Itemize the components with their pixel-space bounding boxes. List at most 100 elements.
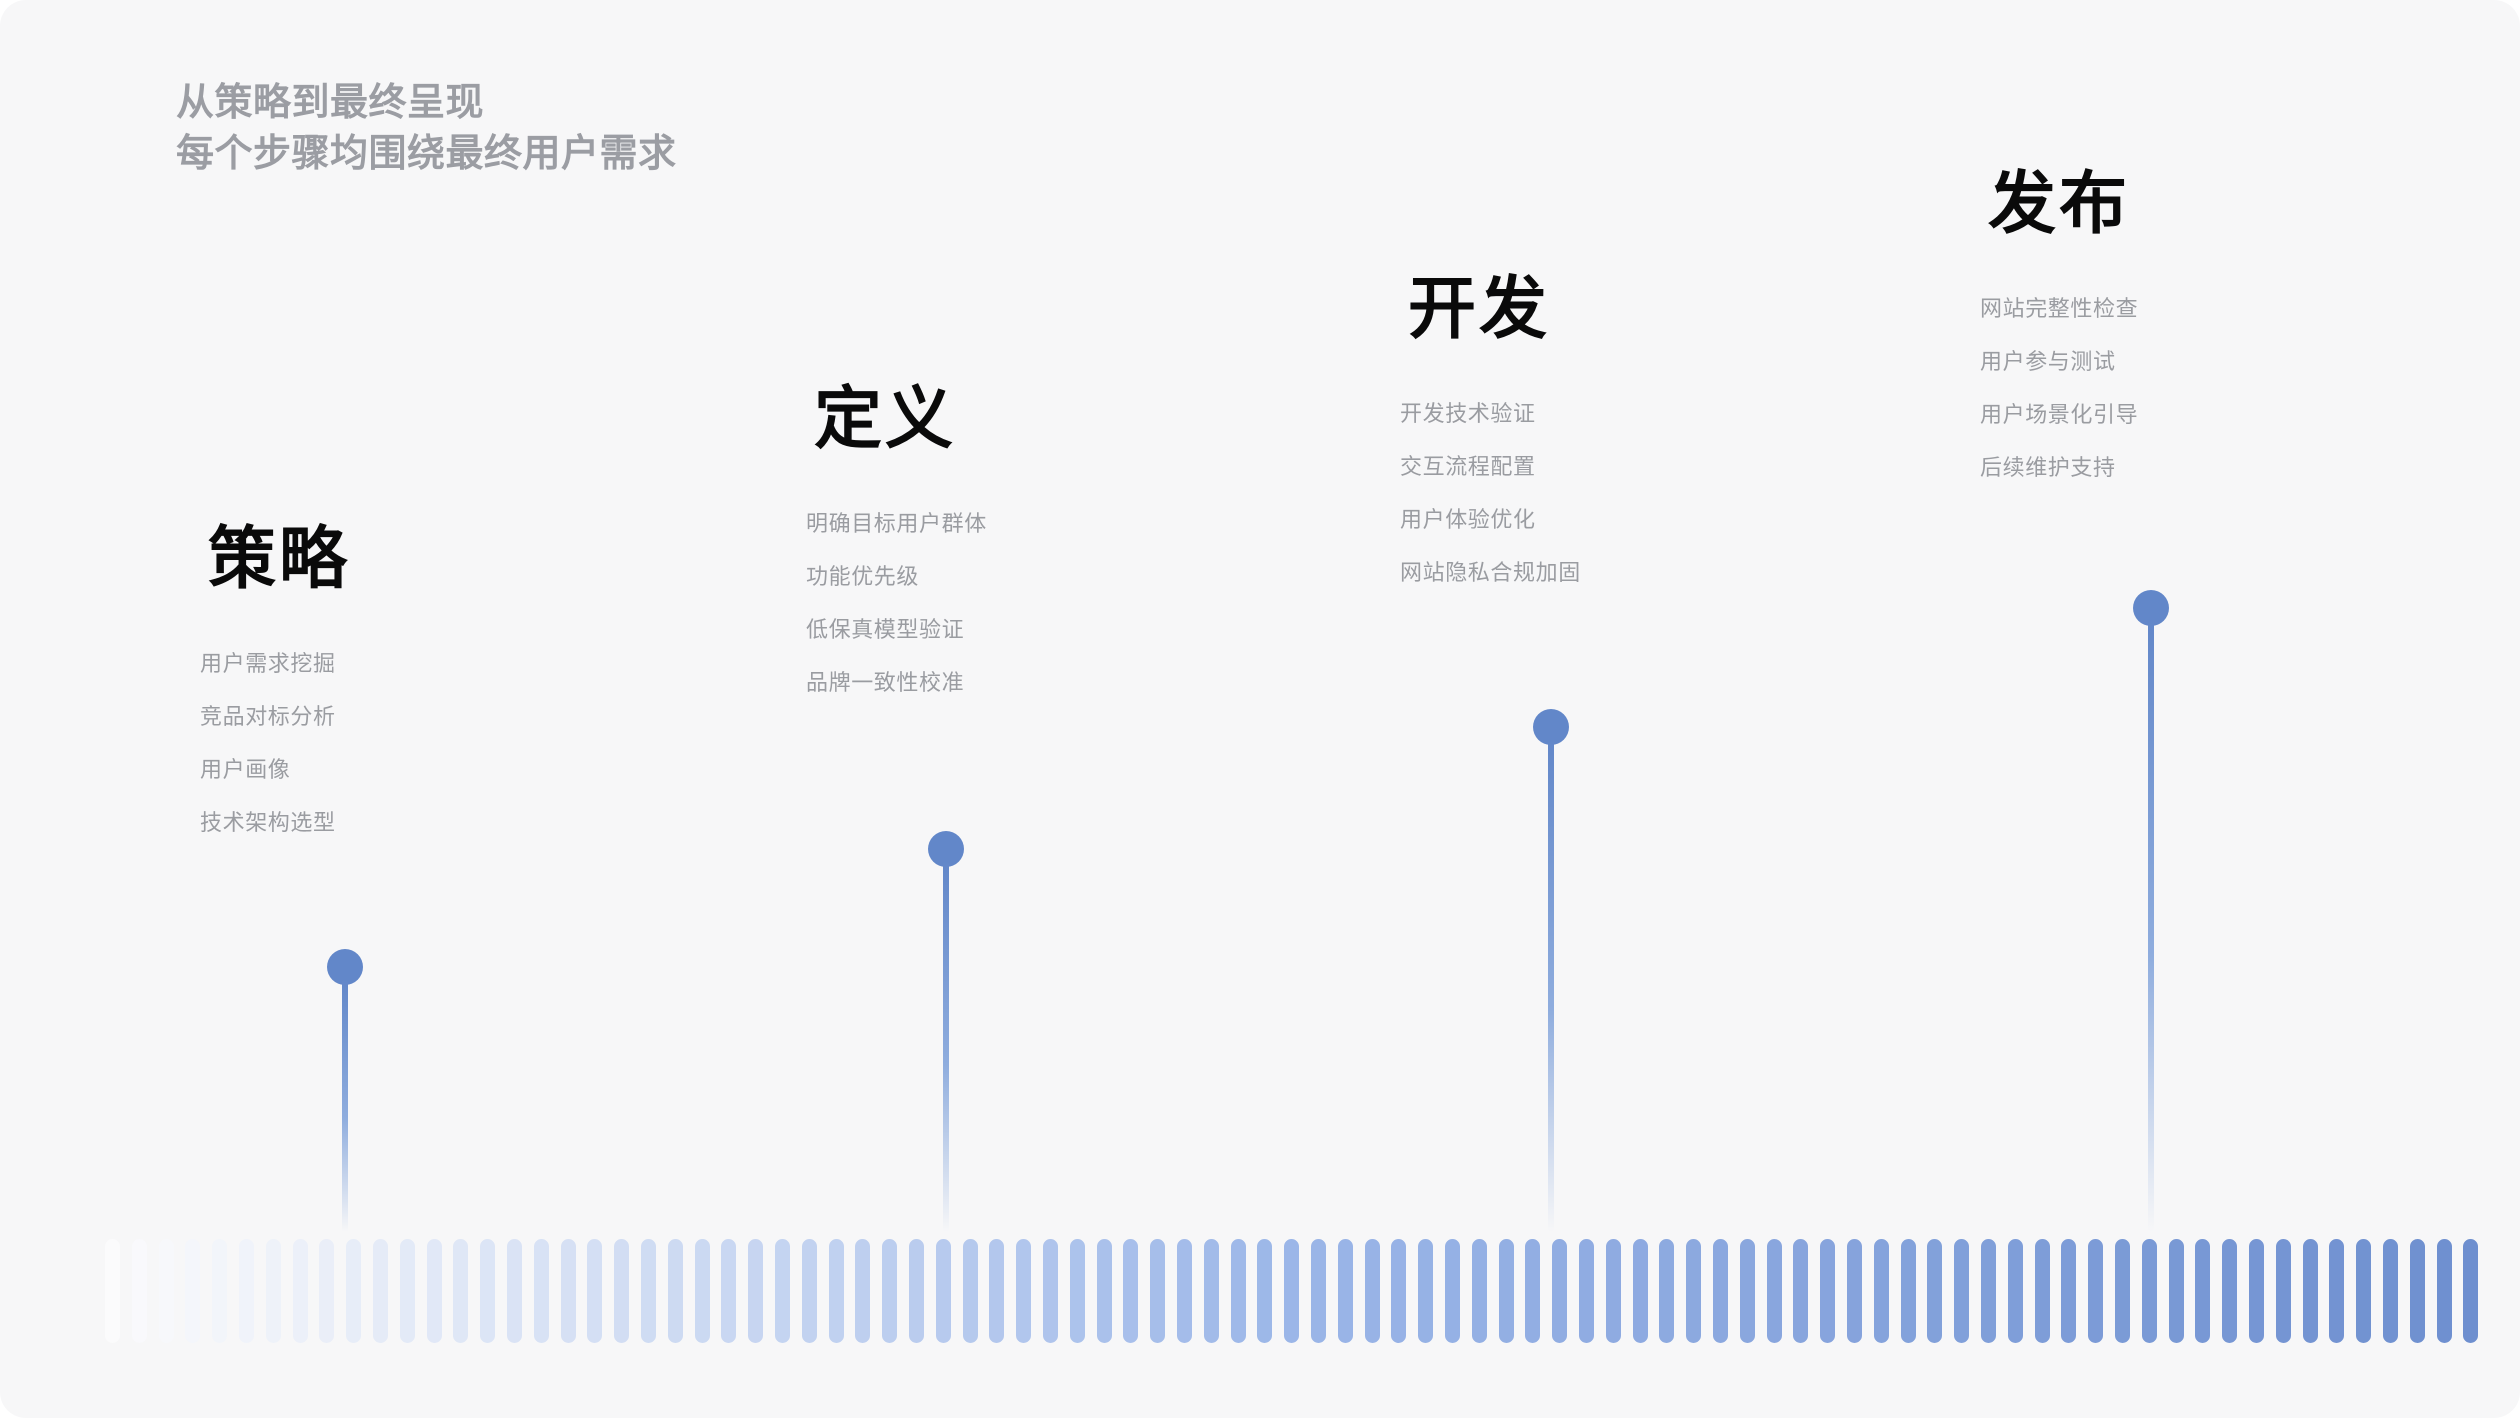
bar-segment <box>989 1239 1005 1343</box>
bar-segment <box>2222 1239 2238 1343</box>
bar-segment <box>453 1239 469 1343</box>
bar-segment <box>507 1239 522 1343</box>
header-line-2: 每个步骤均围绕最终用户需求 <box>176 133 677 176</box>
bar-segment <box>319 1239 335 1343</box>
bar-segment <box>1150 1239 1166 1343</box>
bar-segment <box>1445 1239 1460 1343</box>
stage-column-3: 开发开发技术验证交互流程配置用户体验优化网站隐私合规加固 <box>1400 275 1581 599</box>
stage-item: 网站隐私合规加固 <box>1400 560 1581 585</box>
bar-segment <box>748 1239 764 1343</box>
bar-segment <box>1284 1239 1300 1343</box>
bar-segment <box>962 1239 978 1343</box>
bar-segment <box>1471 1239 1487 1343</box>
stage-item: 后续维护支持 <box>1980 455 2116 480</box>
stage-item: 用户场景化引导 <box>1980 402 2139 427</box>
bar-segment <box>1632 1239 1648 1343</box>
stage-column-4: 发布网站完整性检查用户参与测试用户场景化引导后续维护支持 <box>1980 170 2138 494</box>
bar-segment <box>533 1239 549 1343</box>
bar-segment <box>1498 1239 1514 1343</box>
stage-item: 品牌一致性校准 <box>806 670 965 695</box>
bar-segment <box>667 1239 683 1343</box>
bar-segment <box>2249 1239 2264 1343</box>
bar-segment <box>1364 1239 1380 1343</box>
stage-item-list-3: 开发技术验证交互流程配置用户体验优化网站隐私合规加固 <box>1400 387 1581 599</box>
bar-segment <box>882 1239 898 1343</box>
bar-segment <box>212 1239 228 1343</box>
bar-segment <box>2329 1239 2345 1343</box>
stage-item: 用户画像 <box>200 757 291 782</box>
bar-segment <box>587 1239 603 1343</box>
bar-segment <box>373 1239 388 1343</box>
bar-segment <box>1069 1239 1085 1343</box>
stage-item: 开发技术验证 <box>1400 401 1536 426</box>
bar-segment <box>1418 1239 1434 1343</box>
stage-item-list-1: 用户需求挖掘竞品对标分析用户画像技术架构选型 <box>200 637 350 849</box>
stage-item: 明确目标用户群体 <box>806 511 987 536</box>
bar-segment <box>292 1239 308 1343</box>
bar-segment <box>1311 1239 1326 1343</box>
bar-segment <box>641 1239 656 1343</box>
bar-segment <box>1873 1239 1889 1343</box>
stage-title-4: 发布 <box>1988 166 2131 242</box>
bar-segment <box>614 1239 630 1343</box>
stage-item: 网站完整性检查 <box>1980 296 2139 321</box>
bar-segment <box>1257 1239 1273 1343</box>
bar-segment <box>426 1239 442 1343</box>
stage-column-2: 定义明确目标用户群体功能优先级低保真模型验证品牌一致性校准 <box>806 385 987 709</box>
bar-segment <box>1847 1239 1862 1343</box>
stage-item: 交互流程配置 <box>1400 454 1536 479</box>
bar-segment <box>1713 1239 1728 1343</box>
bar-segment <box>1927 1239 1943 1343</box>
bar-segment <box>2356 1239 2372 1343</box>
bar-segment <box>1016 1239 1032 1343</box>
bar-segment <box>2195 1239 2211 1343</box>
stage-column-1: 策略用户需求挖掘竞品对标分析用户画像技术架构选型 <box>200 525 350 849</box>
bar-segment <box>1123 1239 1139 1343</box>
bar-segment <box>131 1239 147 1343</box>
stage-item: 用户体验优化 <box>1400 507 1536 532</box>
bar-segment <box>1686 1239 1702 1343</box>
bar-segment <box>399 1239 415 1343</box>
header-line-1: 从策略到最终呈现 <box>176 82 485 124</box>
stage-title-1: 策略 <box>208 521 351 597</box>
bar-segment <box>560 1239 576 1343</box>
bar-segment <box>1391 1239 1407 1343</box>
bar-segment <box>828 1239 844 1343</box>
bar-segment <box>2409 1239 2425 1343</box>
pin-stem <box>943 861 949 1232</box>
page-header: 从策略到最终呈现 每个步骤均围绕最终用户需求 <box>176 78 1376 181</box>
bar-segment <box>935 1239 951 1343</box>
stage-item: 用户参与测试 <box>1980 349 2116 374</box>
bar-segment <box>2275 1239 2291 1343</box>
bar-segment <box>855 1239 871 1343</box>
bar-segment <box>2115 1239 2130 1343</box>
bar-segment <box>1981 1239 1996 1343</box>
bar-segment <box>1954 1239 1970 1343</box>
bar-segment <box>2034 1239 2050 1343</box>
pin-stem <box>1548 739 1554 1232</box>
stage-item: 竞品对标分析 <box>200 704 336 729</box>
stage-item: 技术架构选型 <box>200 810 336 835</box>
bar-segment <box>2168 1239 2184 1343</box>
stage-item-list-4: 网站完整性检查用户参与测试用户场景化引导后续维护支持 <box>1980 282 2138 494</box>
bar-band <box>0 1239 2520 1343</box>
bar-segment <box>1766 1239 1782 1343</box>
stage-item: 用户需求挖掘 <box>200 651 336 676</box>
bar-segment <box>1820 1239 1836 1343</box>
bar-segment <box>909 1239 924 1343</box>
bar-segment <box>1203 1239 1219 1343</box>
bar-segment <box>480 1239 496 1343</box>
bar-segment <box>1043 1239 1058 1343</box>
bar-segment <box>2463 1239 2479 1343</box>
bar-segment <box>2007 1239 2023 1343</box>
stage-title-2: 定义 <box>814 381 957 457</box>
bar-segment <box>2302 1239 2318 1343</box>
bar-segment <box>185 1239 201 1343</box>
bar-segment <box>1739 1239 1755 1343</box>
bar-segment <box>239 1239 254 1343</box>
bar-segment <box>721 1239 737 1343</box>
stage-item: 功能优先级 <box>806 564 920 589</box>
bar-segment <box>1793 1239 1809 1343</box>
bar-segment <box>1579 1239 1594 1343</box>
